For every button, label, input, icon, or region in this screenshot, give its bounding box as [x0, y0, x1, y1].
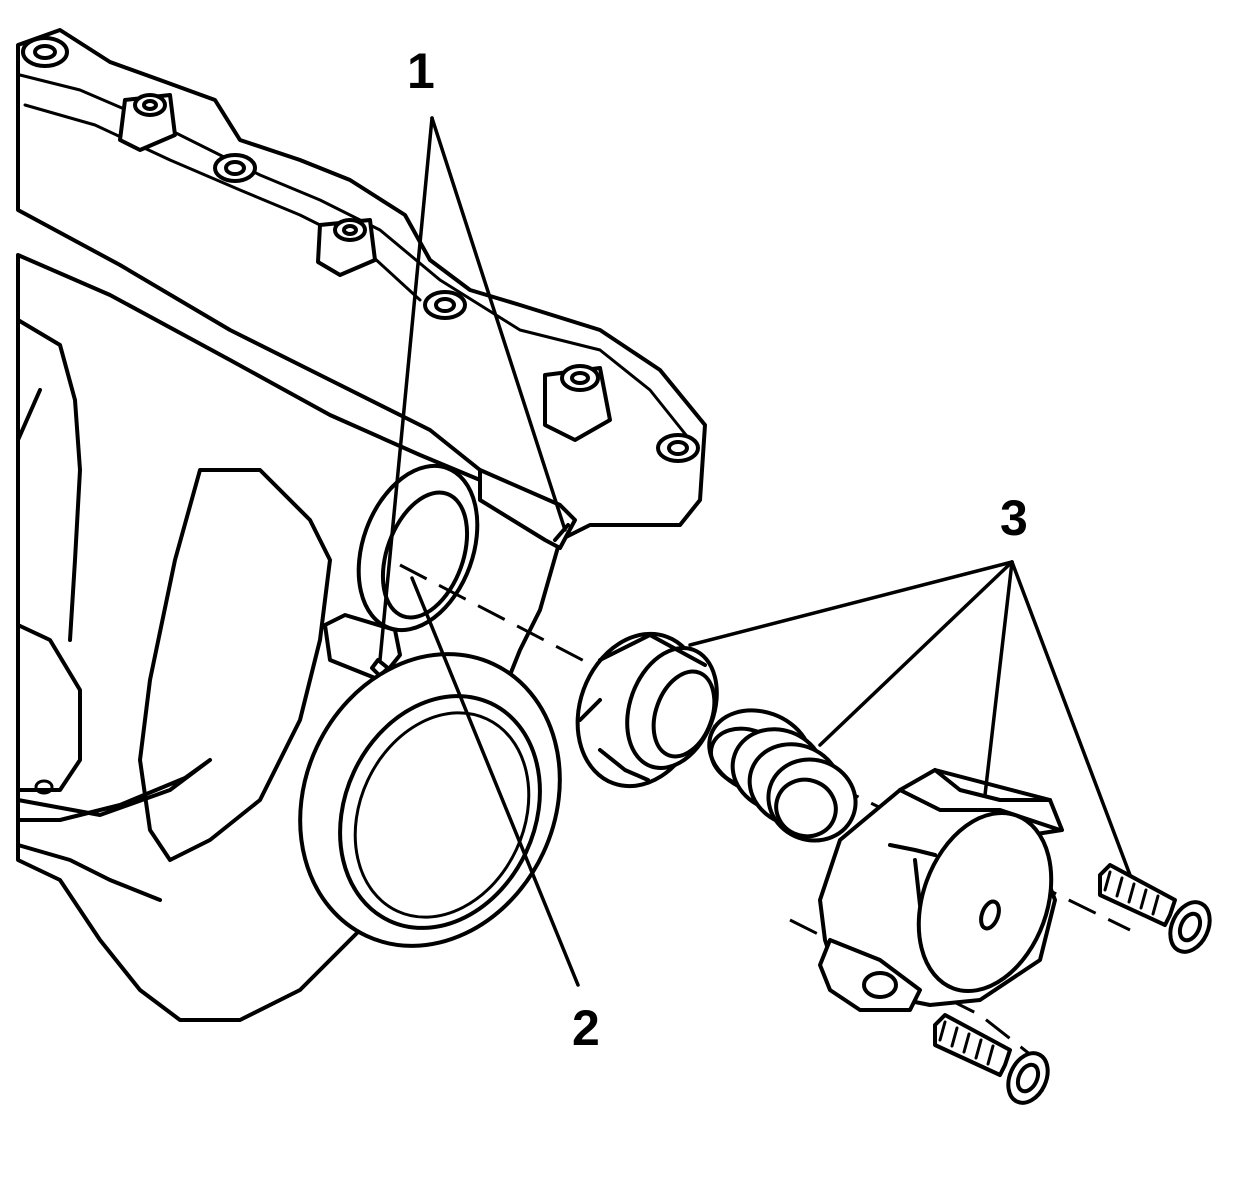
mounting-bolt-upper: [1098, 863, 1212, 954]
callout-3-label: 3: [1000, 490, 1028, 546]
callout-2-label: 2: [572, 1000, 600, 1056]
coil-spring: [707, 708, 858, 843]
manifold-housing: [16, 28, 707, 1022]
callout-1-label: 1: [407, 43, 435, 99]
mounting-bolt-lower: [933, 1013, 1050, 1105]
callout-3-leaders: [688, 560, 1132, 877]
callout-1-leaders: [378, 116, 567, 662]
actuator-housing: [818, 768, 1064, 1012]
callout-2-leader: [410, 576, 580, 987]
spring-retainer: [575, 631, 719, 789]
